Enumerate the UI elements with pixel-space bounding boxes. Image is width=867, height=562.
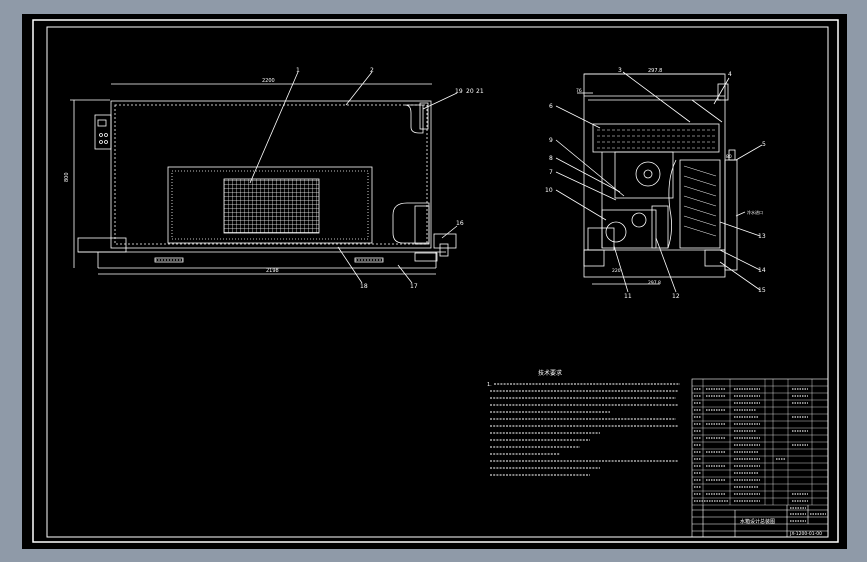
- balloon-7: 7: [549, 169, 553, 176]
- balloon-3: 3: [618, 67, 622, 74]
- dim-side-top: 297.8: [648, 68, 662, 74]
- technical-notes: 技术要求 1.: [487, 369, 680, 476]
- balloon-10: 10: [545, 187, 553, 194]
- balloon-17: 17: [410, 283, 418, 290]
- notes-text-lines: [490, 383, 680, 476]
- balloon-9: 9: [549, 137, 553, 144]
- notes-title: 技术要求: [538, 369, 562, 377]
- balloon-8: 8: [549, 155, 553, 162]
- balloon-12: 12: [672, 293, 680, 300]
- dim-front-top: 2200: [262, 78, 275, 84]
- balloon-18: 18: [360, 283, 368, 290]
- notes-marker: 1.: [487, 382, 492, 388]
- balloon-2: 2: [370, 67, 374, 74]
- balloon-4: 4: [728, 71, 732, 78]
- title-block: 水箱设计总装图 JX-1200-01-00: [691, 378, 829, 538]
- dim-front-bottom: 2198: [266, 268, 279, 274]
- dim-side-small-right: 80: [726, 154, 732, 160]
- dim-front-left: 800: [64, 172, 70, 182]
- drawing-name: 水箱设计总装图: [740, 518, 775, 525]
- balloon-19: 19: [455, 88, 463, 95]
- dim-side-bottom-left: 220: [612, 268, 621, 274]
- side-view: 297.8 76: [555, 68, 763, 293]
- balloon-14: 14: [758, 267, 766, 274]
- sheet-border: [32, 19, 839, 543]
- drawing-code: JX-1200-01-00: [789, 531, 822, 537]
- balloon-11: 11: [624, 293, 632, 300]
- balloon-15: 15: [758, 287, 766, 294]
- drawing-frame: [46, 26, 829, 538]
- bom-entries: [694, 388, 808, 502]
- front-view: 2200 800 2198: [64, 71, 458, 284]
- dim-side-bottom-right: 297.8: [648, 280, 661, 286]
- balloon-21: 21: [476, 88, 484, 95]
- balloon-20: 20: [466, 88, 474, 95]
- side-note: 冷水进口: [747, 209, 763, 215]
- balloon-1: 1: [296, 67, 300, 74]
- balloon-6: 6: [549, 103, 553, 110]
- balloon-16: 16: [456, 220, 464, 227]
- balloon-13: 13: [758, 233, 766, 240]
- dim-side-small-top: 76: [576, 88, 582, 94]
- balloon-5: 5: [762, 141, 766, 148]
